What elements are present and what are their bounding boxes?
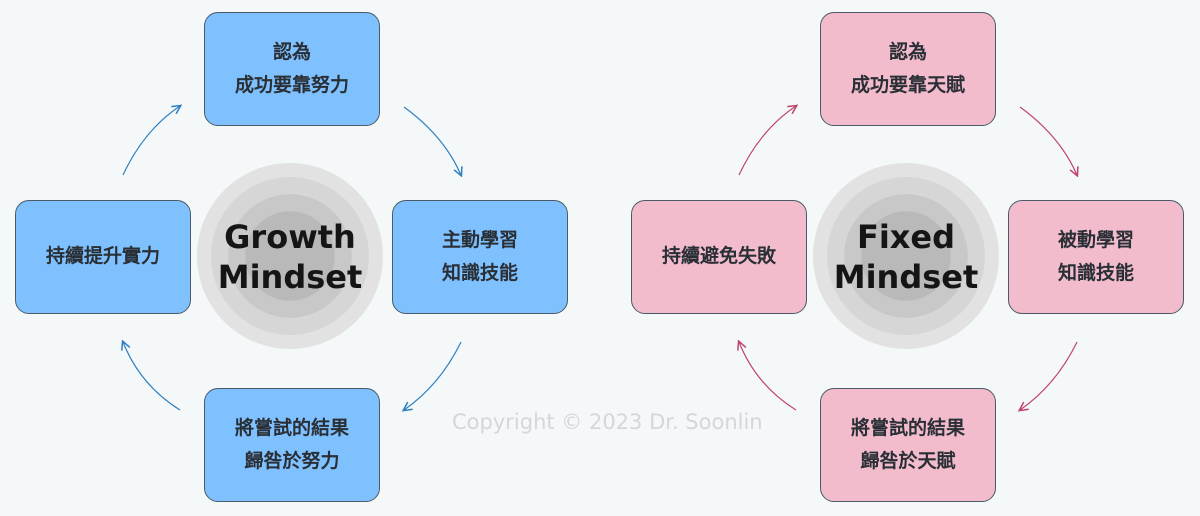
arrow-right-to-bottom <box>404 341 462 410</box>
center-title-line: Mindset <box>833 258 979 296</box>
node-avoid-failure: 持續避免失敗 <box>631 200 807 314</box>
arrow-bottom-to-left <box>123 342 181 411</box>
node-line: 將嘗試的結果 <box>234 416 349 439</box>
node-line: 認為 <box>888 40 927 63</box>
node-attribute-effort: 將嘗試的結果 歸咎於努力 <box>204 388 380 502</box>
node-line: 被動學習 <box>1057 228 1134 251</box>
node-line: 知識技能 <box>441 262 518 284</box>
node-line: 知識技能 <box>1057 262 1134 284</box>
node-line: 成功要靠天賦 <box>850 74 965 96</box>
growth-center-title: Growth Mindset <box>197 217 383 297</box>
node-line: 成功要靠努力 <box>234 74 349 96</box>
center-title-line: Fixed <box>856 218 956 256</box>
node-passive-learning: 被動學習 知識技能 <box>1008 200 1184 314</box>
node-active-learning: 主動學習 知識技能 <box>392 200 568 314</box>
node-line: 歸咎於努力 <box>244 450 340 472</box>
node-believe-talent: 認為 成功要靠天賦 <box>820 12 996 126</box>
node-line: 歸咎於天賦 <box>860 450 956 472</box>
node-line: 主動學習 <box>441 228 518 251</box>
growth-center-circle: Growth Mindset <box>197 163 383 349</box>
center-title-line: Growth <box>224 218 356 256</box>
arrow-right-to-bottom <box>1020 341 1078 410</box>
growth-cycle-arrows <box>0 0 600 516</box>
node-line: 持續避免失敗 <box>661 245 776 268</box>
growth-mindset-diagram: 認為 成功要靠努力 主動學習 知識技能 將嘗試的結果 歸咎於努力 持續提升實力 … <box>0 0 600 516</box>
fixed-center-title: Fixed Mindset <box>813 217 999 297</box>
node-line: 持續提升實力 <box>45 245 160 268</box>
arrow-left-to-top <box>738 106 796 176</box>
node-keep-improving: 持續提升實力 <box>15 200 191 314</box>
node-believe-effort: 認為 成功要靠努力 <box>204 12 380 126</box>
node-line: 將嘗試的結果 <box>850 416 965 439</box>
center-title-line: Mindset <box>217 258 363 296</box>
arrow-top-to-right <box>403 106 461 175</box>
arrow-top-to-right <box>1019 106 1077 175</box>
node-attribute-talent: 將嘗試的結果 歸咎於天賦 <box>820 388 996 502</box>
copyright-watermark: Copyright © 2023 Dr. Soonlin <box>452 410 763 434</box>
arrow-bottom-to-left <box>739 342 797 411</box>
fixed-cycle-arrows <box>616 0 1200 516</box>
fixed-mindset-diagram: 認為 成功要靠天賦 被動學習 知識技能 將嘗試的結果 歸咎於天賦 持續避免失敗 … <box>616 0 1200 516</box>
node-line: 認為 <box>272 40 311 63</box>
fixed-center-circle: Fixed Mindset <box>813 163 999 349</box>
arrow-left-to-top <box>122 106 180 176</box>
